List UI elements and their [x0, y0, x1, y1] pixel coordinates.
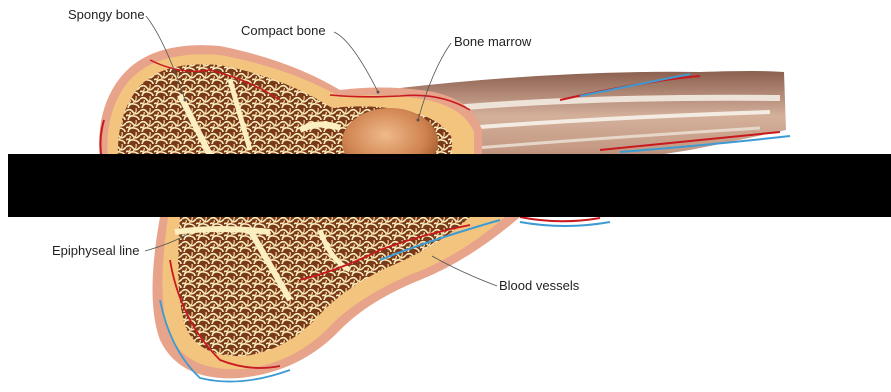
label-epiphyseal-line: Epiphyseal line [52, 243, 139, 259]
label-blood-vessels: Blood vessels [499, 278, 579, 294]
redaction-bar [8, 154, 891, 217]
label-compact-bone: Compact bone [241, 23, 326, 39]
lower-epiphysis [153, 217, 611, 382]
label-spongy-bone: Spongy bone [68, 7, 145, 23]
label-bone-marrow: Bone marrow [454, 34, 531, 50]
compact-bone-leader [334, 32, 378, 92]
